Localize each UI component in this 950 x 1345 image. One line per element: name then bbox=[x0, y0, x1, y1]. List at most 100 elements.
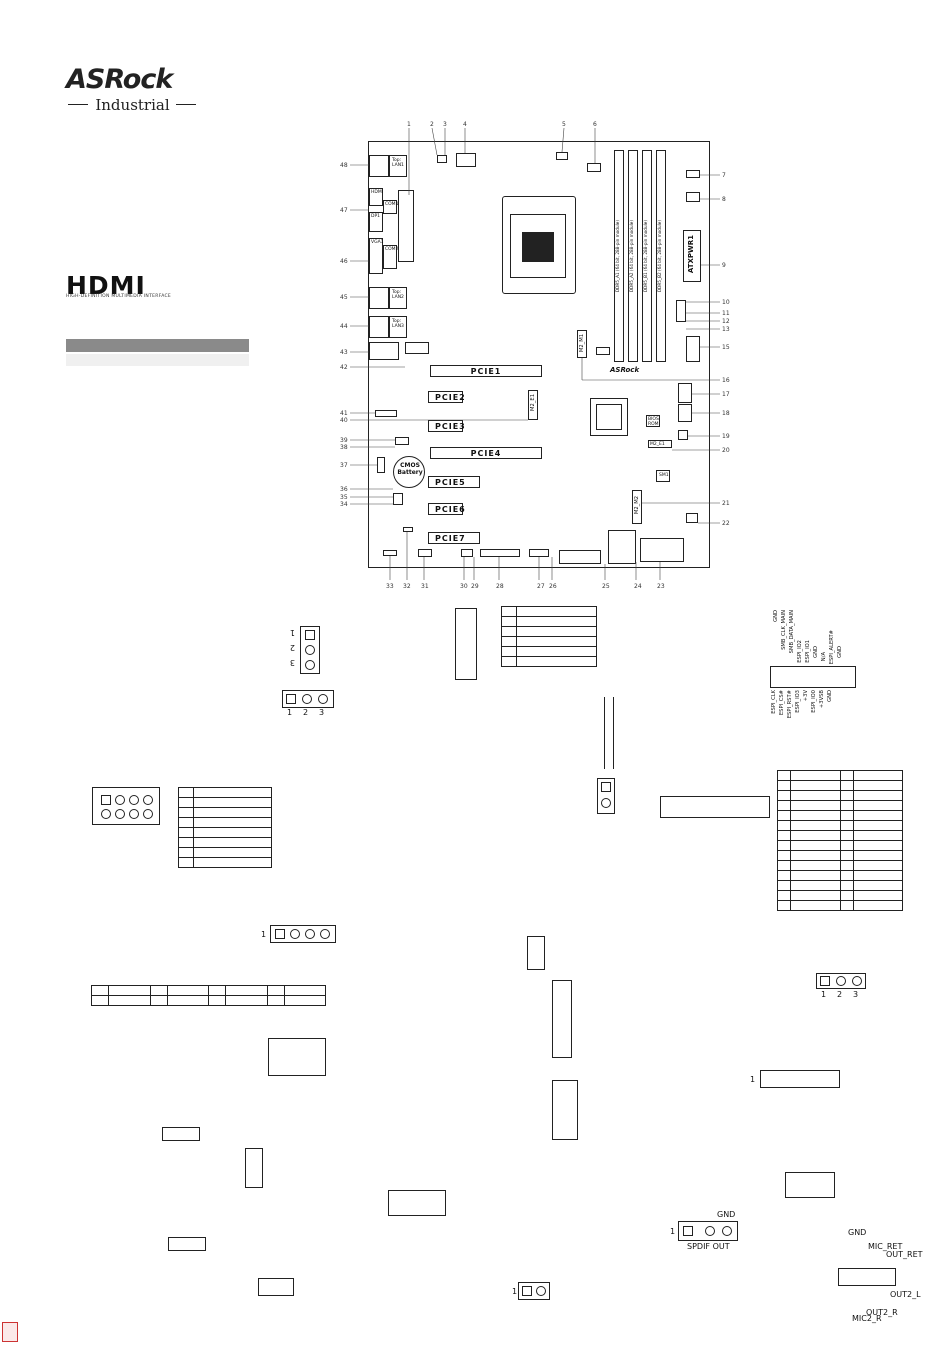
callout-4: 4 bbox=[463, 121, 467, 128]
espi-top-label-4: ESPI_IO2 bbox=[797, 640, 803, 663]
callout-8: 8 bbox=[722, 196, 726, 203]
io-port-vga1: VGA1 bbox=[369, 238, 384, 274]
callout-2: 2 bbox=[430, 121, 434, 128]
callout-24: 24 bbox=[634, 583, 642, 590]
audio-mic2r-label: MIC2_R bbox=[852, 1314, 882, 1323]
header-28 bbox=[480, 549, 520, 557]
right-3pin-pin bbox=[852, 976, 862, 986]
right-3pin-header bbox=[816, 973, 866, 989]
audio-out2r-label: OUT2_R bbox=[866, 1308, 898, 1317]
callout-6: 6 bbox=[593, 121, 597, 128]
6pin-header bbox=[760, 1070, 840, 1088]
2pin-jumper-pin bbox=[601, 782, 611, 792]
header-38-39 bbox=[395, 437, 409, 445]
dimm-slot-b2 bbox=[656, 150, 666, 362]
callout-33: 33 bbox=[386, 583, 394, 590]
espi-bottom-label-2: ESPI_CS# bbox=[779, 690, 785, 716]
bottom-2pin-pin1-label: 1 bbox=[512, 1287, 518, 1296]
com-header-column bbox=[398, 190, 414, 262]
atx12v-pin-table bbox=[178, 787, 272, 868]
callout-25: 25 bbox=[602, 583, 610, 590]
bios-rom: BIOS ROM bbox=[646, 415, 660, 427]
io-port-com1: COM1 bbox=[383, 200, 398, 214]
callout-46: 46 bbox=[340, 258, 348, 265]
callout-29: 29 bbox=[471, 583, 479, 590]
header-17 bbox=[678, 383, 692, 403]
spdif-out-label: SPDIF OUT bbox=[687, 1242, 730, 1251]
chipset-die bbox=[596, 404, 622, 430]
callout-30: 30 bbox=[460, 583, 468, 590]
audio-gnd-label: GND bbox=[848, 1228, 867, 1237]
cpu-socket bbox=[510, 214, 566, 278]
header-10-13 bbox=[676, 300, 686, 322]
callout-15: 15 bbox=[722, 344, 730, 351]
2pin-jumper-pin bbox=[601, 798, 611, 808]
section-header-bar bbox=[66, 339, 249, 352]
pcie2-slot: PCIE2 bbox=[428, 391, 465, 403]
atx12v-pin bbox=[101, 795, 111, 805]
callout-26: 26 bbox=[549, 583, 557, 590]
atx12v-8pin-connector bbox=[92, 787, 160, 825]
cpu-fan-header bbox=[405, 342, 429, 354]
callout-41: 41 bbox=[340, 410, 348, 417]
espi-bottom-label-6: ESPI_IO0 bbox=[811, 690, 817, 713]
clear-cmos-jumper bbox=[527, 936, 545, 970]
callout-7: 7 bbox=[722, 172, 726, 179]
pdf-icon bbox=[2, 1322, 18, 1342]
pcie1-slot: PCIE1 bbox=[430, 365, 542, 377]
espi-bottom-label-4: ESPI_IO3 bbox=[795, 690, 801, 713]
header-6 bbox=[587, 163, 601, 172]
espi-bottom-label-5: +3V bbox=[803, 690, 809, 702]
2pin-jumper bbox=[597, 778, 615, 814]
cpu-die bbox=[522, 232, 554, 262]
right-pin-table bbox=[777, 770, 903, 911]
espi-top-label-9: GND bbox=[837, 646, 843, 658]
io-label-lan1: Top: LAN1 bbox=[389, 155, 407, 177]
callout-18: 18 bbox=[722, 410, 730, 417]
fan-pin bbox=[305, 929, 315, 939]
sata-block bbox=[640, 538, 684, 562]
dimm-slot-b1 bbox=[642, 150, 652, 362]
callout-12: 12 bbox=[722, 318, 730, 325]
atx12v-connector bbox=[456, 153, 476, 167]
jumper-pin-label-1: 1 bbox=[289, 628, 296, 638]
bottom-2pin-header bbox=[518, 1282, 550, 1300]
pcie7-slot: PCIE7 bbox=[428, 532, 480, 544]
espi-top-label-6: GND bbox=[813, 646, 819, 658]
callout-1: 1 bbox=[407, 121, 411, 128]
m2-e1-slot bbox=[528, 390, 538, 420]
callout-9: 9 bbox=[722, 262, 726, 269]
callout-16: 16 bbox=[722, 377, 730, 384]
io-port-usb-a bbox=[369, 287, 389, 309]
cpu-opt-fan bbox=[596, 347, 610, 355]
fan-pin bbox=[290, 929, 300, 939]
io-port-com2: COM2 bbox=[383, 245, 398, 269]
right-3pin-label-1: 1 bbox=[821, 990, 827, 999]
audio-out2l-label: OUT2_L bbox=[890, 1290, 921, 1299]
audio-out-ret-label: OUT_RET bbox=[886, 1250, 923, 1259]
fan-pin bbox=[275, 929, 285, 939]
header-26-27 bbox=[529, 549, 549, 557]
io-port-dp1: DP1 bbox=[369, 212, 383, 232]
atx12v-pin bbox=[115, 809, 125, 819]
espi-top-label-8: ESPI_ALERT# bbox=[829, 630, 835, 665]
6pin-pin1-label: 1 bbox=[750, 1075, 756, 1084]
right-3pin-label-2: 2 bbox=[837, 990, 843, 999]
hdmi-tagline: HIGH-DEFINITION MULTIMEDIA INTERFACE bbox=[66, 294, 172, 299]
espi-top-label-3: SMB_DATA_MAIN bbox=[789, 610, 795, 654]
espi-top-label-5: ESPI_IO1 bbox=[805, 640, 811, 663]
header-15 bbox=[686, 336, 700, 362]
right-3pin-pin bbox=[820, 976, 830, 986]
section-subheader-bar bbox=[66, 354, 249, 366]
header-7 bbox=[686, 170, 700, 178]
hdmi-logo: HDMI bbox=[66, 271, 146, 300]
5pin-connector bbox=[455, 608, 477, 680]
callout-leader-lines bbox=[350, 127, 720, 580]
callout-42: 42 bbox=[340, 364, 348, 371]
spdif-gnd-label: GND bbox=[717, 1210, 736, 1219]
long-pin-header bbox=[660, 796, 770, 818]
header-33 bbox=[383, 550, 397, 556]
jumper-pin-2 bbox=[305, 645, 315, 655]
audio-header bbox=[838, 1268, 896, 1286]
callout-5: 5 bbox=[562, 121, 566, 128]
